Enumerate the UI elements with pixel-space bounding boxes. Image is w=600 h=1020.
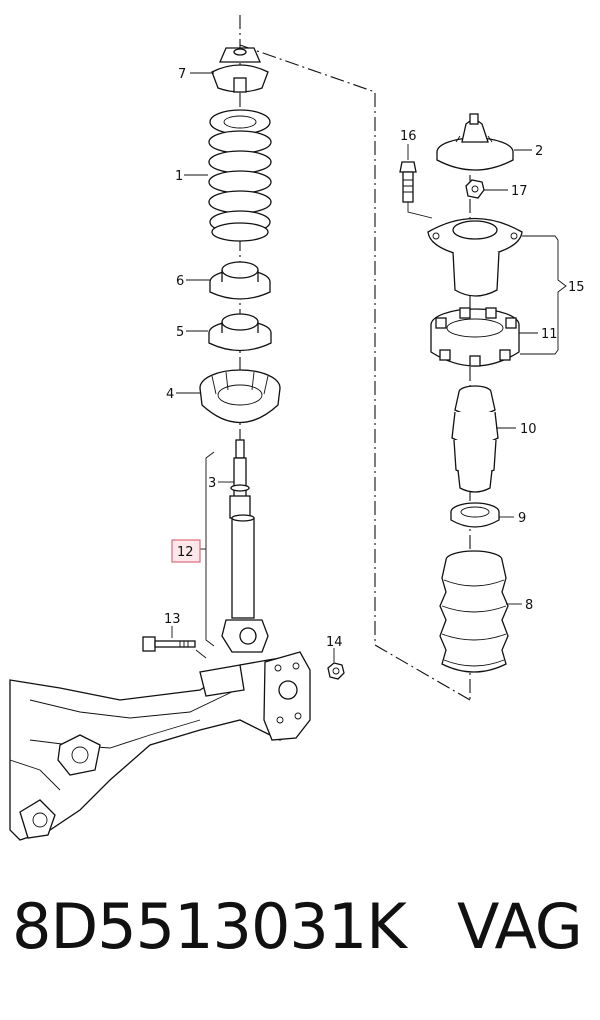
- bracket-15-line: [520, 235, 567, 355]
- damper-rod-part: [230, 439, 250, 499]
- callout-9: 9: [518, 511, 526, 526]
- exploded-view-diagram: 7 1 6 5 4 3 12 13 14 16 2 17 15 11 10 9 …: [9, 15, 585, 841]
- callout-1: 1: [175, 169, 183, 184]
- callout-12-highlight: [171, 539, 201, 563]
- axle-beam-part: [9, 649, 311, 841]
- callout-4: 4: [166, 387, 174, 402]
- callout-7: 7: [178, 67, 186, 82]
- callout-11: 11: [541, 327, 558, 342]
- callout-6: 6: [176, 274, 184, 289]
- callout-2: 2: [535, 144, 543, 159]
- coil-spring-part: [208, 109, 272, 242]
- bolt-13-part: [142, 636, 196, 652]
- spring-seat-upper-part: [209, 261, 271, 300]
- brand-name: VAG: [457, 890, 583, 963]
- bump-stop-part: [451, 385, 499, 493]
- assembly-axis-diagonal: [239, 44, 471, 701]
- callout-16: 16: [400, 129, 417, 144]
- strut-mount-part: [427, 217, 523, 297]
- callout-15: 15: [568, 280, 585, 295]
- bolt-16-part: [399, 161, 433, 219]
- bellows-part: [439, 550, 509, 673]
- nut-17-part: [465, 179, 485, 199]
- leader-lines: [171, 72, 538, 662]
- top-mount-plate-part: [436, 113, 514, 171]
- dust-ring-part: [450, 502, 500, 528]
- spring-plate-part: [199, 369, 281, 424]
- spring-seat-lower-part: [208, 313, 272, 352]
- callout-8: 8: [525, 598, 533, 613]
- callout-14: 14: [326, 635, 343, 650]
- bump-cap-part: [211, 47, 269, 93]
- part-number: 8D5513031K: [12, 890, 407, 963]
- callout-3: 3: [208, 476, 216, 491]
- callout-12: 12: [177, 545, 194, 560]
- callout-10: 10: [520, 422, 537, 437]
- nut-14-part: [327, 662, 345, 680]
- callout-13: 13: [164, 612, 181, 627]
- callout-17: 17: [511, 184, 528, 199]
- part-number-bar: 8D5513031K VAG: [0, 890, 600, 1000]
- shock-absorber-part: [221, 495, 269, 653]
- callout-5: 5: [176, 325, 184, 340]
- rubber-ring-part: [430, 307, 520, 367]
